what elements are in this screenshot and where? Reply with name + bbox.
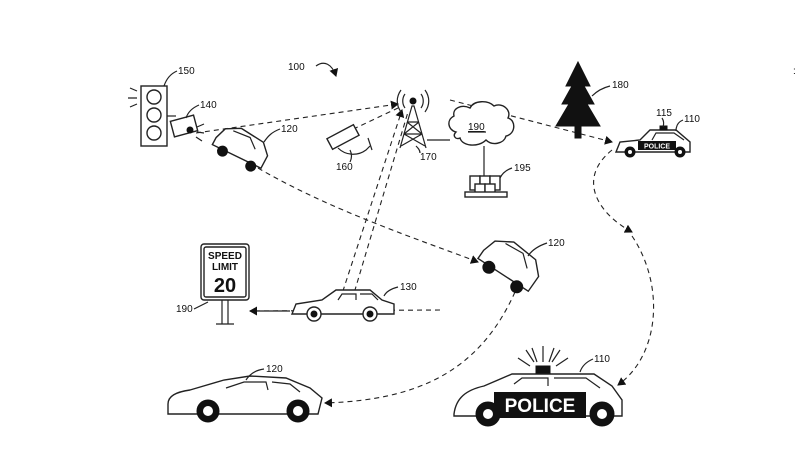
leader-vehicle-top-left: [263, 128, 281, 143]
police-small-label: POLICE: [644, 144, 670, 151]
traffic-light-icon: [128, 85, 176, 147]
police-car-small-icon: POLICE: [614, 125, 691, 158]
ref-network: 190: [468, 122, 485, 133]
ref-data-storage: 195: [514, 163, 531, 174]
leader-vehicle-bottom-left: [245, 368, 265, 381]
ref-surveillance-camera: 160: [336, 162, 353, 173]
ref-traffic-light: 150: [178, 66, 195, 77]
ref-police-indicator: 115: [656, 108, 672, 119]
path-vehicle130-to-tower-a: [339, 109, 405, 301]
sign-line1: SPEED: [208, 251, 242, 262]
system-ref-arrow: [315, 62, 339, 77]
path-camera-to-tower: [195, 100, 399, 134]
leader-speed-limit-sign: [193, 301, 209, 310]
path-vehicle130-to-sign-dash: [249, 309, 441, 312]
leader-vehicle-center: [383, 286, 399, 297]
path-vehicle130-to-tower-b: [351, 111, 409, 301]
leader-cell-tower: [415, 145, 421, 154]
tree-icon: [555, 60, 601, 139]
data-storage-icon: [464, 175, 508, 198]
leader-traffic-camera: [185, 104, 200, 119]
leader-police-car-small: [675, 119, 684, 132]
vehicle-top-left-icon: [211, 127, 269, 172]
ref-vehicle-center: 130: [400, 282, 417, 293]
traffic-camera-icon: [169, 114, 205, 142]
leader-tree: [591, 85, 611, 97]
path-curve-to-police-large: [617, 235, 655, 386]
vehicle-middle-right-icon: [476, 240, 540, 294]
sign-value: 20: [214, 275, 236, 297]
leader-vehicle-middle-right: [527, 242, 548, 257]
ref-tree: 180: [612, 80, 629, 91]
surveillance-camera-icon: [325, 123, 373, 155]
communication-paths: [195, 99, 655, 408]
vehicle-bottom-left-icon: [167, 375, 323, 423]
edge-mark: :: [793, 66, 796, 77]
path-police-to-curve: [593, 149, 633, 233]
leader-traffic-light: [163, 70, 178, 87]
network-cloud-icon: 190: [448, 101, 515, 146]
ref-speed-limit-sign: 190: [176, 304, 193, 315]
system-ref-label: 100: [288, 62, 305, 73]
ref-vehicle-top-left: 120: [281, 124, 298, 135]
speed-limit-sign-icon: SPEED LIMIT 20: [200, 243, 250, 325]
ref-vehicle-middle-right: 120: [548, 238, 565, 249]
path-vehicle120-to-vehicle-bottom: [324, 291, 516, 408]
ref-vehicle-bottom-left: 120: [266, 364, 283, 375]
police-large-label: POLICE: [505, 396, 576, 417]
cell-tower-icon: [396, 89, 430, 149]
ref-cell-tower: 170: [420, 152, 437, 163]
vehicle-center-icon: [290, 289, 395, 322]
sign-line2: LIMIT: [212, 262, 238, 273]
leader-surveillance-camera: [349, 149, 353, 163]
leader-police-car-large: [579, 358, 594, 373]
path-vehicle120-to-vehicle120: [257, 167, 479, 264]
ref-traffic-camera: 140: [200, 100, 217, 111]
leader-police-indicator: [661, 117, 665, 128]
leader-data-storage: [499, 167, 513, 179]
ref-police-car-small: 110: [684, 114, 700, 125]
police-car-large-icon: POLICE: [453, 346, 623, 427]
ref-police-car-large: 110: [594, 354, 610, 365]
